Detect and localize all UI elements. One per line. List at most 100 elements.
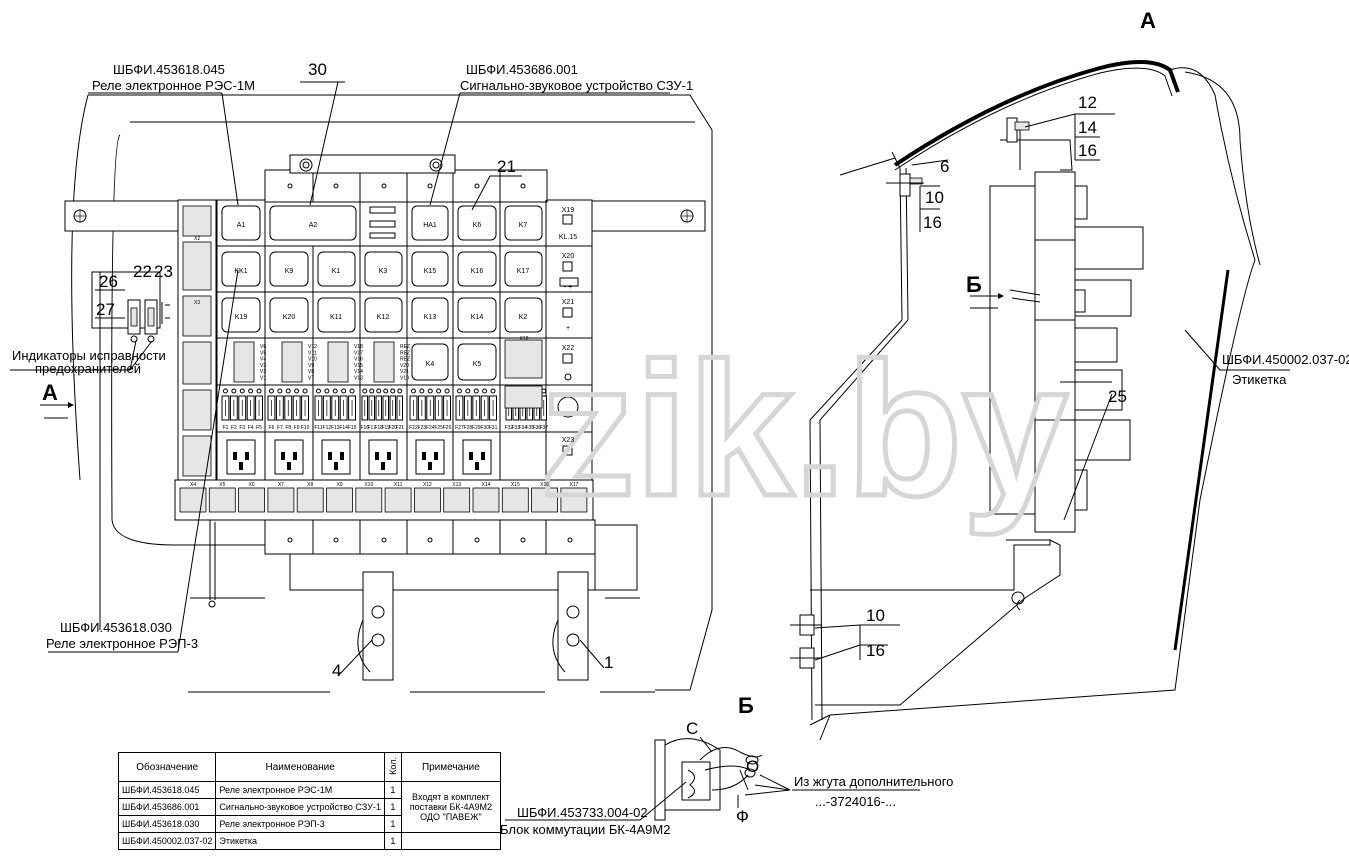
fuse-label: F9 [294, 425, 300, 431]
relay-pin [381, 462, 385, 470]
fuse-indicator-dot [390, 388, 396, 394]
pos-16b-label: 16 [923, 213, 942, 232]
connector-label: X21 [562, 299, 575, 306]
view-b [505, 736, 920, 821]
view-a [790, 59, 1290, 741]
bottom-connector-label: X9 [336, 482, 342, 488]
fuse-indicator-dot [315, 388, 321, 394]
diode-label: V3 [260, 363, 266, 369]
fuse-label: F19 [381, 425, 390, 431]
connector-x3-label: X3 [194, 300, 200, 306]
fuse-label: F30 [480, 425, 489, 431]
connector-label: - + [564, 284, 572, 291]
diode-label: V17 [354, 350, 363, 356]
fuse-label: F7 [277, 425, 283, 431]
relay-label: K17 [517, 268, 530, 275]
pos-23-label: 23 [154, 262, 173, 281]
left-connector-column: X2 X3 [177, 199, 217, 481]
connector-label: X20 [562, 253, 575, 260]
relay-pin [475, 462, 479, 470]
fuse-label: F24 [426, 425, 435, 431]
bottom-connector [531, 487, 558, 513]
fuse-label: F28 [464, 425, 473, 431]
diode-label: V6 [260, 344, 266, 350]
relay-label: K3 [379, 268, 388, 275]
pos-10a-label: 10 [925, 188, 944, 207]
relay-label: K1 [332, 268, 341, 275]
fuse-label: F2 [231, 425, 237, 431]
bottom-connector [238, 487, 266, 513]
fuse-indicator-dot [277, 388, 283, 394]
bottom-connector-label: X11 [394, 482, 403, 488]
bottom-connector [326, 487, 353, 513]
bottom-connector-row [174, 479, 638, 681]
b-o-label: О [746, 757, 759, 776]
fuse-indicator-dot [222, 388, 228, 394]
pos-1-label: 1 [604, 653, 613, 672]
pos-30-label: 30 [308, 60, 327, 79]
relay-label: K19 [235, 314, 248, 321]
diode-label: V7 [308, 376, 314, 382]
fuse-label: F5 [256, 425, 262, 431]
bk-code-label: ШБФИ.453733.004-02 [517, 805, 648, 820]
relay-label: K14 [471, 314, 484, 321]
fuse-indicator-dot [369, 388, 375, 394]
pos-14-label: 14 [1078, 118, 1097, 137]
small-relay [321, 439, 351, 475]
diode-label: V12 [308, 344, 317, 350]
fuse-indicator-dot [482, 388, 488, 394]
fuse-label: F33 [511, 425, 520, 431]
pos-6-label: 6 [940, 157, 949, 176]
col-name: Наименование [215, 752, 385, 782]
fuse-label: F1 [223, 425, 229, 431]
fuse-indicator-dot [465, 388, 471, 394]
pos-10b-label: 10 [866, 606, 885, 625]
fuse-label: F12 [323, 425, 332, 431]
b-c-label: С [686, 719, 698, 738]
fuse-indicator-dot [248, 388, 254, 394]
fuse-indicator-dot [362, 388, 368, 394]
leader-lines-left [10, 81, 670, 677]
fuse-indicator-dot [427, 388, 433, 394]
pos-25-label: 25 [1108, 387, 1127, 406]
fuse-label: F3 [239, 425, 245, 431]
table-row: ШБФИ.453618.030 Реле электронное РЭП-3 1 [117, 815, 501, 833]
fuse-indicators [91, 271, 170, 343]
relay-pin [245, 452, 249, 460]
fuse-indicator-dot [231, 388, 237, 394]
fuse-indicator-dot [268, 388, 274, 394]
relay-label: K11 [330, 314, 342, 321]
pos-27-label: 27 [96, 300, 115, 319]
bottom-connector-label: X7 [278, 482, 284, 488]
cab-outline [71, 94, 713, 693]
pos-12-label: 12 [1078, 93, 1097, 112]
bottom-connector [267, 487, 295, 513]
bottom-connector [384, 487, 412, 513]
bottom-connector-label: X5 [219, 482, 225, 488]
relay-pin [481, 452, 485, 460]
diode-label: V16 [354, 357, 363, 363]
fuse-label: F25 [434, 425, 443, 431]
watermark: zik.by [540, 324, 1068, 536]
fuse-indicator-dot [490, 388, 496, 394]
pos-16a-label: 16 [1078, 141, 1097, 160]
fuse-indicator-dot [376, 388, 382, 394]
harness-label-2: ...-3724016-... [815, 794, 896, 809]
fuse-label: F4 [248, 425, 254, 431]
fuse-indicator-dot [239, 388, 245, 394]
fuse-indicator-dot [444, 388, 450, 394]
col-qty: Кол. [383, 752, 402, 782]
bottom-connector [355, 487, 383, 513]
col-code: Обозначение [117, 752, 217, 782]
fuse-indicator-dot [324, 388, 330, 394]
bottom-connector [296, 487, 324, 513]
relay-pin [434, 452, 438, 460]
fuse-label: F11 [314, 425, 322, 431]
relay-label: K7 [519, 222, 528, 229]
diode-label: REZ [400, 344, 410, 350]
fuse-label: F23 [418, 425, 427, 431]
bottom-connector [413, 487, 441, 513]
bottom-connector [560, 487, 588, 513]
pos-4-label: 4 [332, 661, 341, 680]
